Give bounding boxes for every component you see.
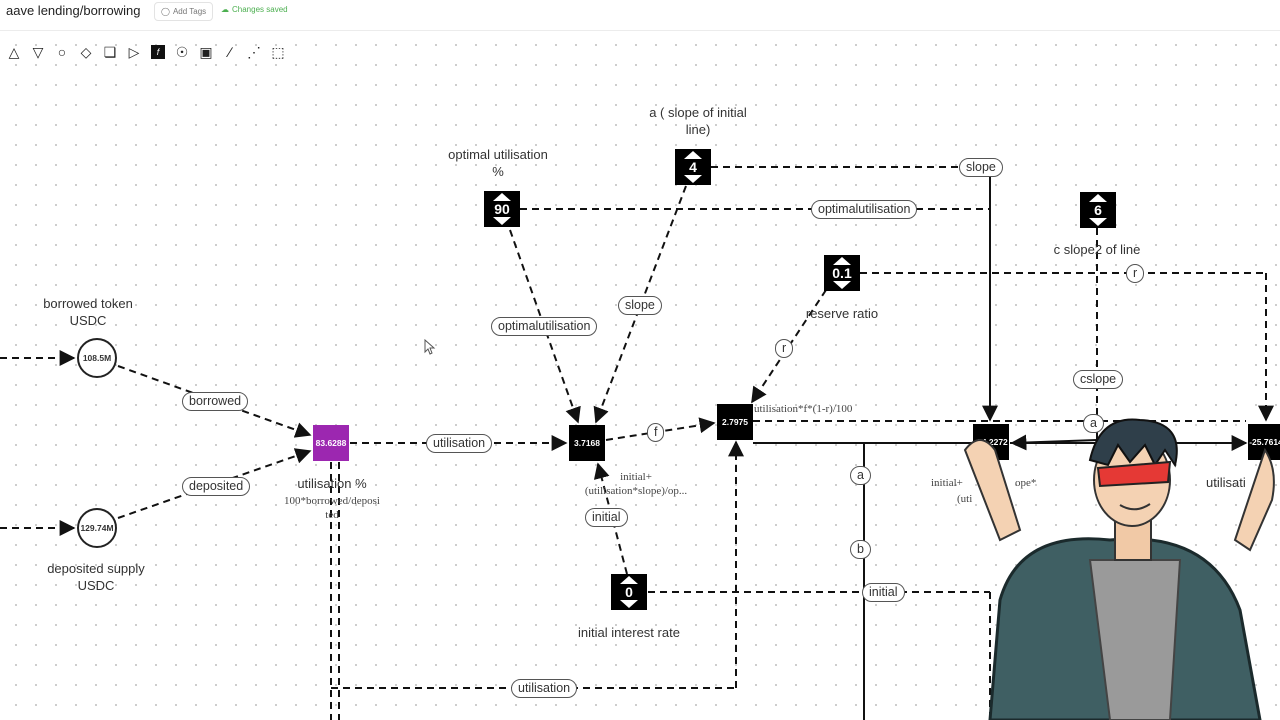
slope-a-label-line1: a ( slope of initial: [649, 105, 747, 120]
reserve-ratio-slider[interactable]: 0.1: [824, 255, 860, 291]
slider-value: 90: [492, 201, 512, 217]
diamond-tool-icon[interactable]: ◇: [80, 43, 92, 60]
deposited-label-line1: deposited supply: [47, 561, 145, 576]
presenter-avatar: [963, 418, 1275, 720]
edge-label-a[interactable]: a: [850, 466, 871, 485]
text-triangle-tool-icon[interactable]: △: [8, 43, 20, 60]
edge-label-r[interactable]: r: [1126, 264, 1145, 283]
slider-value: 6: [1092, 202, 1104, 218]
rate-above-optimal-formula-3: (uti: [957, 493, 973, 505]
edge-label-slope[interactable]: slope: [959, 158, 1003, 177]
slider-value: 4: [687, 159, 699, 175]
dashed-line-tool-icon[interactable]: ⋰: [247, 43, 261, 60]
slope-c-slider[interactable]: 6: [1080, 192, 1116, 228]
edge-label-utilisation[interactable]: utilisation: [426, 434, 493, 453]
circle-tool-icon[interactable]: ○: [57, 44, 67, 60]
utilisation-formula-line1: 100*borrowed/deposi: [284, 495, 380, 507]
edge-label-f[interactable]: f: [647, 423, 665, 442]
decrement-arrow-icon[interactable]: [1089, 218, 1107, 226]
optimal-utilisation-label: optimal utilisation %: [428, 146, 568, 180]
deposited-label-line2: USDC: [77, 578, 115, 593]
reserve-ratio-label: reserve ratio: [805, 306, 879, 321]
slope-c-label: c slope2 of line: [1053, 242, 1141, 257]
tag-icon: ◯: [161, 7, 170, 16]
record-tool-icon[interactable]: ☉: [175, 43, 189, 60]
rate-above-optimal-formula-2: ope*: [1015, 477, 1037, 489]
borrowed-label-line2: USDC: [69, 313, 107, 328]
deposited-stock[interactable]: 129.74M: [77, 508, 117, 548]
increment-arrow-icon[interactable]: [833, 257, 851, 265]
edge-label-slope[interactable]: slope: [618, 296, 662, 315]
add-tags-button[interactable]: ◯ Add Tags: [154, 2, 214, 21]
slider-value: 0: [623, 584, 635, 600]
borrowed-stock[interactable]: 108.5M: [77, 338, 117, 378]
utilisation-formula: 100*borrowed/deposi ted: [262, 494, 402, 522]
increment-arrow-icon[interactable]: [620, 576, 638, 584]
add-tags-label: Add Tags: [172, 7, 207, 16]
slope-a-slider[interactable]: 4: [675, 149, 711, 185]
initial-interest-slider[interactable]: 0: [611, 574, 647, 610]
borrowed-stock-label: borrowed token USDC: [18, 295, 158, 329]
edge-label-deposited[interactable]: deposited: [182, 477, 251, 496]
square-tool-icon[interactable]: ▣: [199, 43, 213, 60]
edge-label-b[interactable]: b: [850, 540, 871, 559]
interest-formula-line2: (utilisation*slope)/op...: [584, 485, 688, 497]
save-status: ☁ Changes saved: [221, 5, 288, 14]
edge-label-utilisation[interactable]: utilisation: [511, 679, 578, 698]
deposited-stock-label: deposited supply USDC: [26, 560, 166, 594]
increment-arrow-icon[interactable]: [1089, 194, 1107, 202]
edge-label-optimalutilisation[interactable]: optimalutilisation: [811, 200, 918, 219]
supply-rate-variable[interactable]: 2.7975: [717, 404, 753, 440]
utilisation-label: utilisation %: [297, 476, 367, 491]
supply-rate-formula: utilisation*f*(1-r)/100: [754, 403, 853, 415]
cube-tool-icon[interactable]: ❏: [103, 43, 117, 60]
edge-label-borrowed[interactable]: borrowed: [182, 392, 249, 411]
slope-a-label-line2: line): [685, 122, 711, 137]
slope-a-label: a ( slope of initial line): [620, 104, 776, 138]
decrement-arrow-icon[interactable]: [620, 600, 638, 608]
top-bar: aave lending/borrowing ◯ Add Tags ☁ Chan…: [0, 0, 1280, 31]
borrowed-label-line1: borrowed token: [43, 296, 133, 311]
decrement-arrow-icon[interactable]: [684, 175, 702, 183]
utilisation-variable[interactable]: 83.6288: [313, 425, 349, 461]
edge-label-cslope[interactable]: cslope: [1073, 370, 1124, 389]
play-tool-icon[interactable]: ▷: [128, 43, 140, 60]
optimal-label-line2: %: [492, 164, 504, 179]
interest-rate-variable[interactable]: 3.7168: [569, 425, 605, 461]
edge-label-initial[interactable]: initial: [862, 583, 905, 602]
optimal-label-line1: optimal utilisation: [448, 147, 548, 162]
save-status-label: Changes saved: [232, 5, 288, 14]
project-title[interactable]: aave lending/borrowing: [6, 3, 141, 18]
mouse-cursor-icon: [424, 339, 436, 355]
edge-label-initial[interactable]: initial: [585, 508, 628, 527]
decrement-arrow-icon[interactable]: [493, 217, 511, 225]
edge-label-optimalutilisation[interactable]: optimalutilisation: [491, 317, 598, 336]
shape-toolbar: △ ▽ ○ ◇ ❏ ▷ f ☉ ▣ ∕ ⋰ ⬚: [4, 42, 288, 64]
edge-label-r[interactable]: r: [775, 339, 794, 358]
utilisation-formula-line2: ted: [325, 509, 339, 521]
select-tool-icon[interactable]: ⬚: [271, 43, 285, 60]
triangle-tool-icon[interactable]: ▽: [32, 43, 44, 60]
interest-rate-formula: initial+ (utilisation*slope)/op...: [556, 470, 716, 498]
decrement-arrow-icon[interactable]: [833, 281, 851, 289]
optimal-utilisation-slider[interactable]: 90: [484, 191, 520, 227]
rate-above-optimal-formula-1: initial+: [931, 477, 963, 489]
line-tool-icon[interactable]: ∕: [228, 44, 232, 60]
slider-value: 0.1: [830, 265, 854, 281]
increment-arrow-icon[interactable]: [684, 151, 702, 159]
initial-interest-label: initial interest rate: [578, 625, 680, 640]
edge-label-a[interactable]: a: [1083, 414, 1104, 433]
function-tool-icon[interactable]: f: [151, 45, 165, 59]
final-rate-label: utilisati: [1206, 475, 1246, 490]
interest-formula-line1: initial+: [620, 471, 652, 483]
increment-arrow-icon[interactable]: [493, 193, 511, 201]
cloud-check-icon: ☁: [221, 5, 229, 14]
